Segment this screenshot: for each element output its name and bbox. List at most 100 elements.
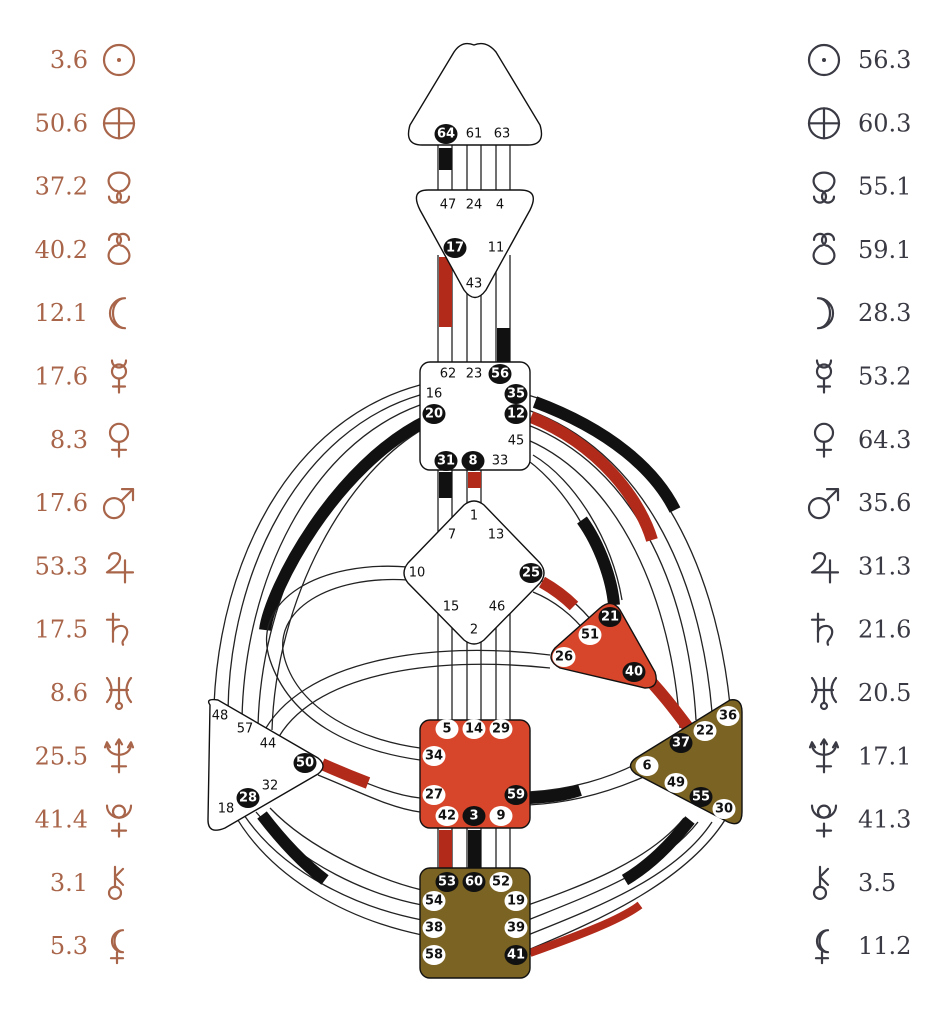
gate-59[interactable]: 59 xyxy=(504,785,528,805)
root-center[interactable] xyxy=(419,867,531,979)
gate-61[interactable]: 61 xyxy=(466,127,483,142)
right-planet-row: 53.2 xyxy=(815,359,911,394)
gate-number: 49 xyxy=(667,776,685,791)
gate-55[interactable]: 55 xyxy=(689,787,713,807)
gate-number: 9 xyxy=(496,809,505,824)
gate-56[interactable]: 56 xyxy=(488,364,512,384)
gate-38[interactable]: 38 xyxy=(422,918,446,938)
gate-15[interactable]: 15 xyxy=(443,600,460,615)
gate-34[interactable]: 34 xyxy=(422,746,446,766)
gate-50[interactable]: 50 xyxy=(293,753,317,773)
gate-number: 26 xyxy=(555,650,573,665)
mercury-icon xyxy=(110,359,128,394)
gate-number: 14 xyxy=(465,722,483,737)
gate-13[interactable]: 13 xyxy=(488,528,505,543)
gate-62[interactable]: 62 xyxy=(440,367,457,382)
gate-41[interactable]: 41 xyxy=(504,945,528,965)
gate-badge xyxy=(504,384,528,404)
gate-53[interactable]: 53 xyxy=(435,872,459,892)
right-planet-value: 28.3 xyxy=(858,299,911,327)
gate-45[interactable]: 45 xyxy=(508,434,525,449)
gate-22[interactable]: 22 xyxy=(693,721,717,741)
neptune-icon xyxy=(103,738,135,774)
gate-number: 12 xyxy=(507,407,525,422)
gate-54[interactable]: 54 xyxy=(422,891,446,911)
gate-number: 43 xyxy=(466,277,483,292)
gate-44[interactable]: 44 xyxy=(260,737,277,752)
gate-1[interactable]: 1 xyxy=(470,509,478,524)
gate-3[interactable]: 3 xyxy=(462,806,486,826)
gate-14[interactable]: 14 xyxy=(462,719,486,739)
gate-number: 57 xyxy=(237,722,254,737)
gate-4[interactable]: 4 xyxy=(496,198,504,213)
gate-36[interactable]: 36 xyxy=(716,706,740,726)
gate-5[interactable]: 5 xyxy=(435,719,459,739)
gate-8[interactable]: 8 xyxy=(461,451,485,471)
gate-30[interactable]: 30 xyxy=(712,799,736,819)
gate-16[interactable]: 16 xyxy=(426,387,443,402)
gate-number: 50 xyxy=(296,756,314,771)
gate-60[interactable]: 60 xyxy=(462,872,486,892)
gate-29[interactable]: 29 xyxy=(489,719,513,739)
gate-35[interactable]: 35 xyxy=(504,384,528,404)
gate-32[interactable]: 32 xyxy=(262,779,279,794)
pluto-icon xyxy=(810,804,838,838)
gate-number: 47 xyxy=(440,198,457,213)
gate-badge xyxy=(489,806,513,826)
g-center[interactable] xyxy=(403,500,545,645)
head-center[interactable] xyxy=(407,42,543,146)
gate-18[interactable]: 18 xyxy=(218,802,235,817)
gate-27[interactable]: 27 xyxy=(422,785,446,805)
gate-48[interactable]: 48 xyxy=(212,709,229,724)
gate-31[interactable]: 31 xyxy=(434,451,458,471)
mars-icon xyxy=(102,488,135,520)
channel-segment-20 xyxy=(259,414,431,632)
gate-49[interactable]: 49 xyxy=(664,773,688,793)
gate-24[interactable]: 24 xyxy=(466,198,483,213)
gate-64[interactable]: 64 xyxy=(434,124,458,144)
right-planet-row: 59.1 xyxy=(812,232,911,265)
gate-33[interactable]: 33 xyxy=(492,454,509,469)
right-planet-row: 20.5 xyxy=(810,676,911,711)
gate-badge xyxy=(422,945,446,965)
gate-7[interactable]: 7 xyxy=(448,528,456,543)
left-planet-row: 8.6 xyxy=(50,676,133,711)
gate-21[interactable]: 21 xyxy=(598,607,622,627)
gate-46[interactable]: 46 xyxy=(489,600,506,615)
gate-11[interactable]: 11 xyxy=(488,241,505,256)
gate-9[interactable]: 9 xyxy=(489,806,513,826)
gate-12[interactable]: 12 xyxy=(504,404,528,424)
gate-6[interactable]: 6 xyxy=(635,756,659,776)
gate-badge xyxy=(504,918,528,938)
gate-58[interactable]: 58 xyxy=(422,945,446,965)
gate-badge xyxy=(293,753,317,773)
gate-57[interactable]: 57 xyxy=(237,722,254,737)
gate-42[interactable]: 42 xyxy=(435,806,459,826)
gate-23[interactable]: 23 xyxy=(466,367,483,382)
gate-number: 62 xyxy=(440,367,457,382)
gate-10[interactable]: 10 xyxy=(409,566,426,581)
gate-number: 44 xyxy=(260,737,277,752)
right-planet-row: 55.1 xyxy=(812,171,911,204)
gate-20[interactable]: 20 xyxy=(422,404,446,424)
gate-number: 19 xyxy=(507,894,525,909)
gate-28[interactable]: 28 xyxy=(236,788,260,808)
gate-63[interactable]: 63 xyxy=(494,127,511,142)
gate-26[interactable]: 26 xyxy=(552,647,576,667)
left-planet-value: 40.2 xyxy=(35,236,88,264)
gate-17[interactable]: 17 xyxy=(443,238,467,258)
gate-47[interactable]: 47 xyxy=(440,198,457,213)
gate-badge xyxy=(443,238,467,258)
gate-number: 58 xyxy=(425,948,443,963)
ajna-center[interactable] xyxy=(415,189,534,299)
gate-39[interactable]: 39 xyxy=(504,918,528,938)
gate-19[interactable]: 19 xyxy=(504,891,528,911)
gate-2[interactable]: 2 xyxy=(470,623,478,638)
gate-52[interactable]: 52 xyxy=(489,872,513,892)
gate-25[interactable]: 25 xyxy=(519,563,543,583)
gate-43[interactable]: 43 xyxy=(466,277,483,292)
gate-51[interactable]: 51 xyxy=(578,625,602,645)
gate-40[interactable]: 40 xyxy=(622,662,646,682)
gate-37[interactable]: 37 xyxy=(669,733,693,753)
gate-number: 27 xyxy=(425,788,443,803)
